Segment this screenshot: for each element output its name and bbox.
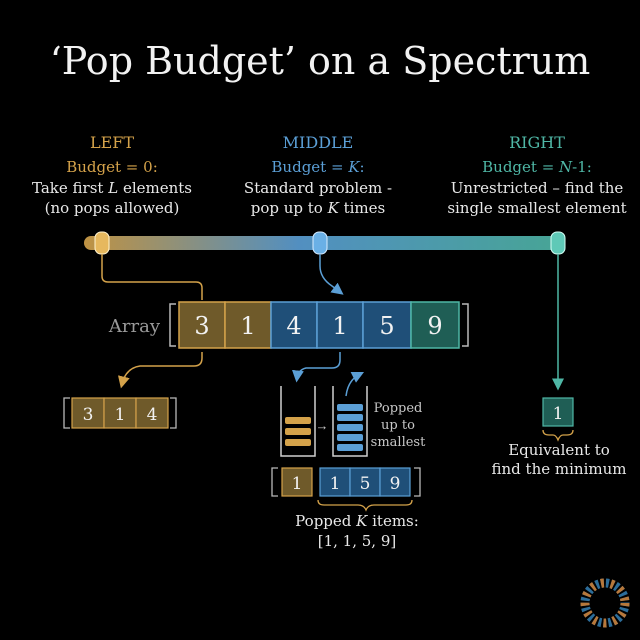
- left-result-arrow: [118, 352, 203, 389]
- min-caption-line1: Equivalent to: [508, 441, 610, 459]
- stack-illustration: → Popped up to smallest: [280, 386, 426, 457]
- array-label: Array: [108, 316, 161, 337]
- array-bracket-left: [169, 303, 176, 347]
- stack-item-blue: [337, 404, 363, 411]
- middle-result: 1 1 5 9 Popped K items: [1, 1, 5, 9]: [271, 467, 421, 550]
- logo-ring-icon: [580, 578, 630, 628]
- stack-item-gold: [285, 417, 311, 424]
- array-cell-value: 3: [194, 312, 209, 340]
- bracket-left: [271, 467, 278, 497]
- kept-cell: [281, 467, 313, 497]
- stack-note-line1: Popped: [374, 401, 423, 416]
- right-heading: RIGHT: [509, 133, 565, 152]
- min-caption-line2: find the minimum: [492, 460, 627, 478]
- left-budget: Budget = 0:: [66, 158, 158, 176]
- left-connector: [101, 254, 203, 300]
- spectrum-bar: [84, 231, 566, 255]
- stack-item-gold: [285, 428, 311, 435]
- right-budget: Budget = N-1:: [482, 158, 592, 176]
- middle-desc-line1: Standard problem -: [244, 179, 392, 197]
- array-cell: [316, 301, 364, 349]
- popped-cell-value: 1: [330, 474, 341, 494]
- right-header: RIGHT Budget = N-1: Unrestricted – find …: [447, 133, 626, 217]
- stack-item-blue: [337, 424, 363, 431]
- result-cell: [71, 397, 105, 429]
- stack-item-gold: [285, 439, 311, 446]
- array-cell: [224, 301, 272, 349]
- array-cell: [362, 301, 412, 349]
- middle-marker: [312, 231, 328, 255]
- array-cell-value: 1: [332, 312, 347, 340]
- array-cell: [410, 301, 460, 349]
- bracket-right: [170, 397, 177, 429]
- right-desc-line1: Unrestricted – find the: [451, 179, 624, 197]
- left-header: LEFT Budget = 0: Take first L elements (…: [32, 133, 192, 217]
- stack-note-line2: up to: [381, 418, 415, 433]
- bracket-right: [414, 467, 421, 497]
- popped-cell-value: 5: [360, 474, 371, 494]
- left-desc-line1: Take first L elements: [32, 179, 192, 197]
- stack-item-blue: [337, 434, 363, 441]
- popped-brace: [317, 499, 413, 512]
- bracket-left: [63, 397, 70, 429]
- right-marker: [550, 231, 566, 255]
- popped-cell-value: 9: [390, 474, 401, 494]
- popped-list: [1, 1, 5, 9]: [318, 532, 397, 550]
- array-cell-value: 1: [240, 312, 255, 340]
- popped-cell: [379, 467, 411, 497]
- middle-connector-arrow: [319, 254, 344, 295]
- middle-header: MIDDLE Budget = K: Standard problem - po…: [244, 133, 392, 217]
- popped-cell: [319, 467, 351, 497]
- middle-budget: Budget = K:: [271, 158, 364, 176]
- middle-down-arrow: [291, 352, 341, 383]
- result-cell-value: 3: [83, 405, 94, 425]
- array-cell-value: 9: [427, 312, 442, 340]
- popped-caption: Popped K items:: [295, 512, 419, 530]
- stack-transition-arrow: →: [316, 418, 329, 433]
- left-marker: [94, 231, 110, 255]
- min-brace: [542, 429, 574, 442]
- middle-desc-line2: pop up to K times: [251, 199, 386, 217]
- array-cells: 3 1 4 1 5 9: [178, 301, 460, 349]
- stack-item-blue: [337, 444, 363, 451]
- right-desc-line2: single smallest element: [447, 199, 626, 217]
- kept-cell-value: 1: [292, 474, 303, 494]
- stack-item-blue: [337, 414, 363, 421]
- stack-container-before: [280, 386, 316, 457]
- left-heading: LEFT: [90, 133, 134, 152]
- right-result: 1 Equivalent to find the minimum: [492, 397, 627, 478]
- array-cell-value: 4: [286, 312, 301, 340]
- stack-container-after: [332, 386, 368, 457]
- array-bracket-right: [462, 303, 469, 347]
- left-desc-line2: (no pops allowed): [45, 199, 180, 217]
- page-title: ‘Pop Budget’ on a Spectrum: [50, 39, 591, 83]
- left-result: 3 1 4: [63, 397, 177, 429]
- pop-up-arrow: [345, 371, 365, 397]
- result-cell: [135, 397, 169, 429]
- array-cell-value: 5: [379, 312, 394, 340]
- stack-note-line3: smallest: [371, 435, 426, 450]
- min-cell-value: 1: [553, 404, 564, 424]
- result-cell-value: 1: [115, 405, 126, 425]
- array-cell: [270, 301, 318, 349]
- result-cell-value: 4: [147, 405, 158, 425]
- middle-heading: MIDDLE: [283, 133, 354, 152]
- popped-cell: [349, 467, 381, 497]
- min-cell: [542, 397, 574, 427]
